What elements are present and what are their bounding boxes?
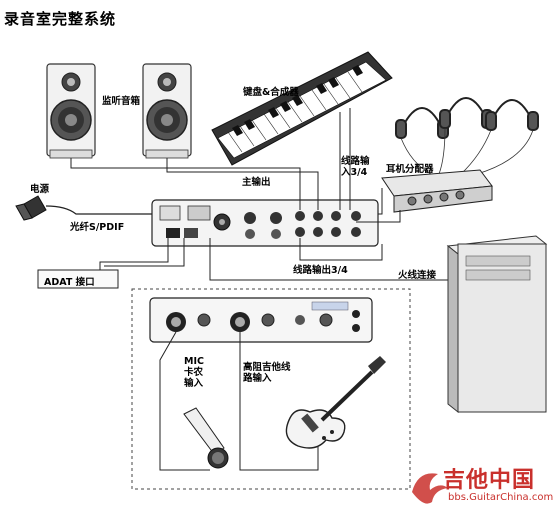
label-optical: 光纤S/PDIF — [70, 222, 125, 233]
label-mic-in: MIC卡农输入 — [184, 356, 204, 389]
headphone-cables — [400, 127, 534, 175]
label-firewire: 火线连接 — [398, 270, 437, 281]
label-keyboard: 键盘&合成器 — [243, 87, 299, 98]
computer-tower — [446, 235, 548, 414]
power-adapter — [15, 195, 160, 221]
label-power: 电源 — [30, 184, 50, 195]
adat-box — [37, 269, 119, 289]
keyboard-synth — [211, 51, 393, 166]
headphone-amp — [381, 169, 493, 213]
label-adat: ADAT 接口 — [44, 277, 95, 288]
headphones-group — [395, 97, 539, 139]
label-monitor-speakers: 监听音箱 — [102, 96, 141, 107]
label-main-out: 主输出 — [242, 177, 271, 188]
label-headphone-amp: 耳机分配器 — [386, 164, 434, 175]
diagram-title: 录音室完整系统 — [4, 10, 117, 28]
dashed-frame — [131, 288, 411, 490]
label-guitar-in: 高阻吉他线路输入 — [243, 362, 291, 384]
watermark-logo-icon — [412, 473, 448, 504]
label-line-in: 线路输入3/4 — [341, 156, 370, 178]
microphone — [183, 407, 229, 469]
electric-guitar — [285, 356, 386, 449]
main-cables — [70, 108, 448, 281]
audio-interface-front — [149, 297, 373, 343]
monitor-speaker-left — [46, 63, 96, 159]
watermark-url: bbs.GuitarChina.com — [448, 492, 554, 503]
audio-interface-main — [151, 199, 379, 247]
front-cables — [159, 331, 319, 471]
watermark-name: 吉他中国 — [443, 468, 536, 493]
label-line-out: 线路输出3/4 — [293, 265, 348, 276]
monitor-speaker-right — [142, 63, 192, 159]
